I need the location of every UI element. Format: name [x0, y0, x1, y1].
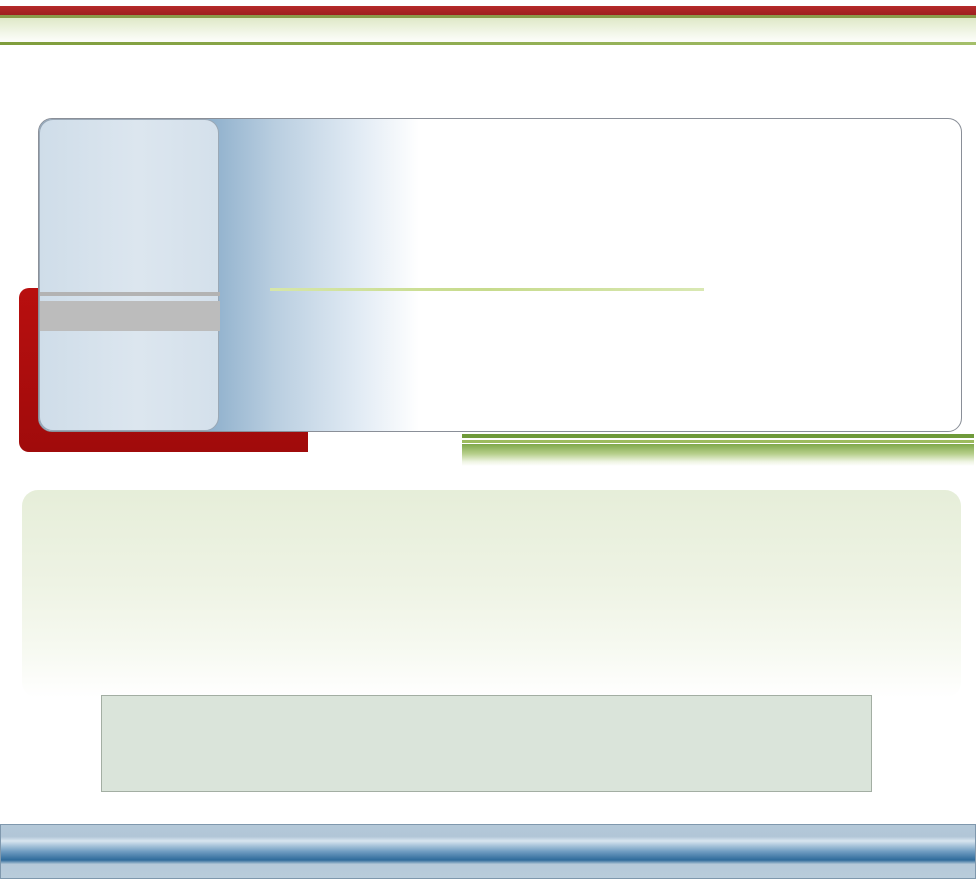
hero-divider-line — [270, 288, 704, 291]
green-ribbon-line-mid — [462, 440, 974, 443]
green-ribbon-gradient — [462, 444, 974, 466]
header-red-band — [0, 6, 976, 15]
header-green-line — [0, 42, 976, 45]
green-ribbon — [462, 434, 974, 466]
hero-side-divider — [40, 292, 220, 296]
green-ribbon-line-top — [462, 434, 974, 438]
header-olive-line — [0, 15, 976, 18]
note-box — [101, 695, 872, 792]
footer-bar — [0, 824, 976, 879]
hero-side-bar — [40, 301, 220, 331]
hero-card — [38, 118, 962, 432]
hero-side-panel — [39, 119, 220, 431]
content-panel — [22, 490, 961, 698]
header-green-gradient — [0, 18, 976, 44]
